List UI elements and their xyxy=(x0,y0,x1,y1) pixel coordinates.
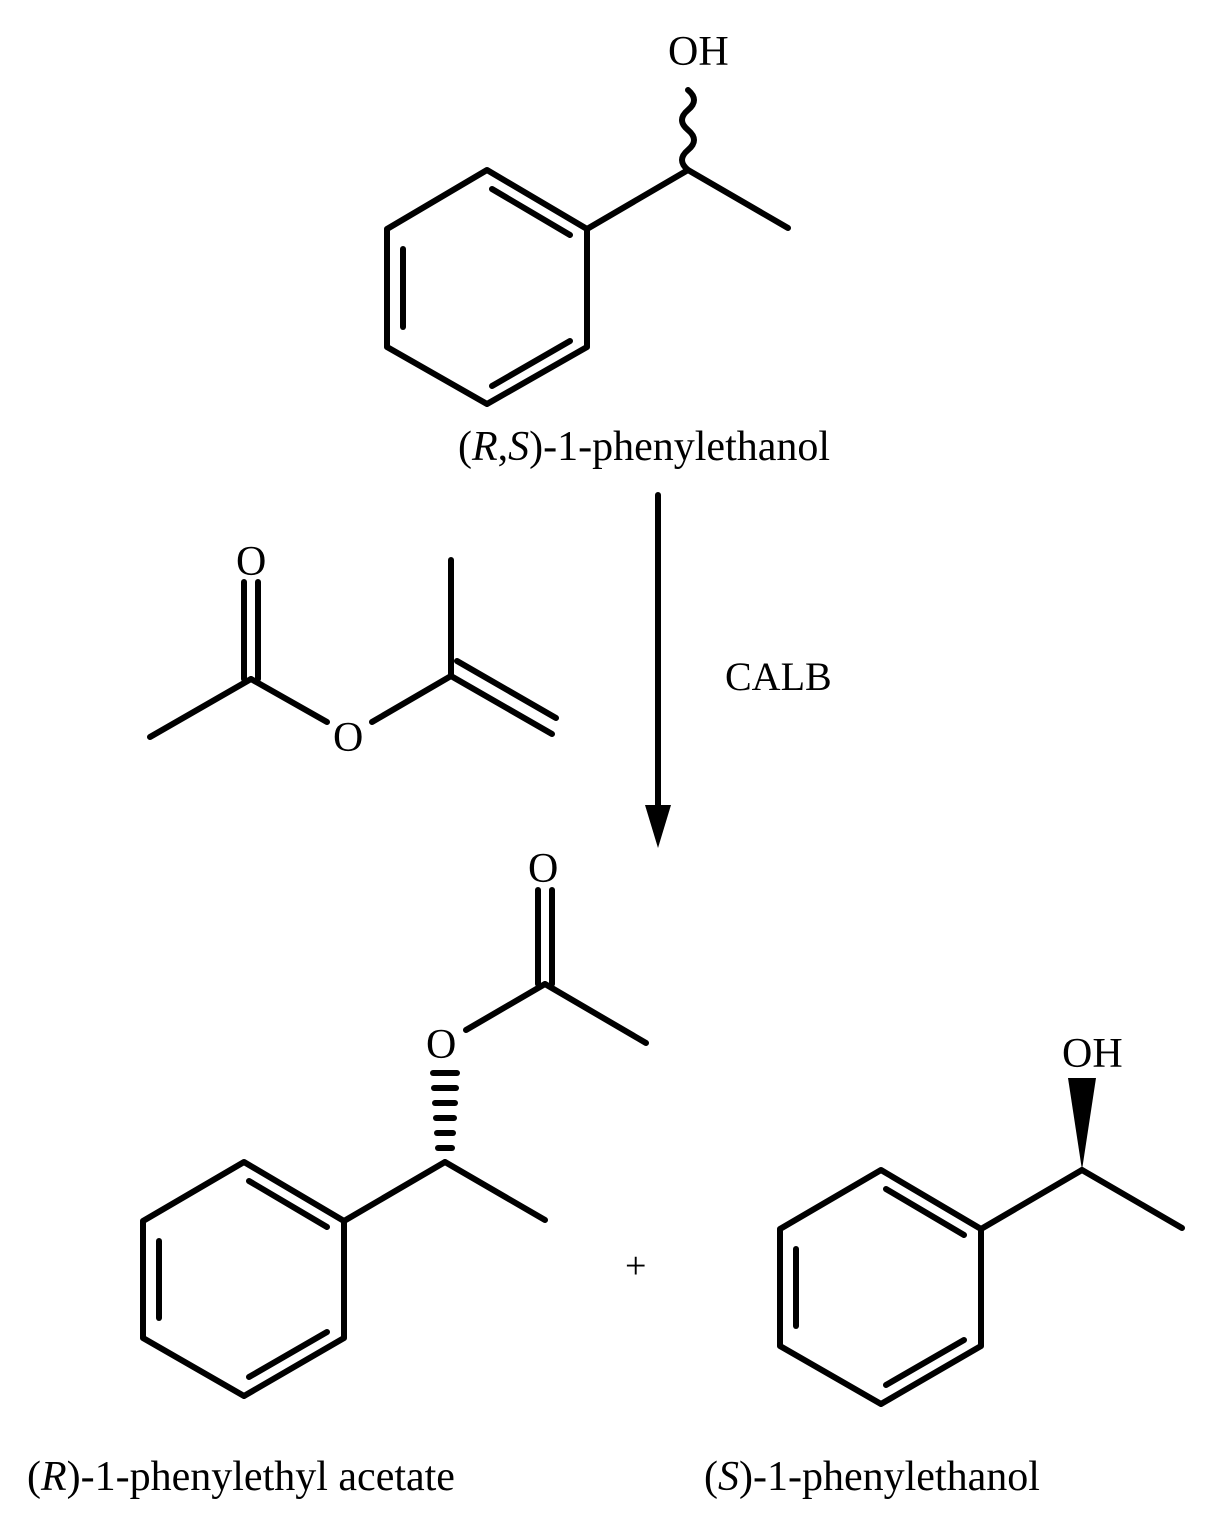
acyl-donor-methyl-bond xyxy=(147,676,254,740)
reaction-arrow xyxy=(645,492,671,848)
product-ester-methyl-bond xyxy=(442,1159,548,1223)
product-ester-ester-oxygen: O xyxy=(426,1022,456,1068)
reactant-ring-to-carbinol-bond xyxy=(584,167,691,232)
product-alcohol-benzene-ring xyxy=(777,1167,984,1407)
product-ester-hashed-wedge-bond xyxy=(430,1070,460,1151)
acyl-donor-vinyl-double-bond-b xyxy=(454,658,559,721)
product-alcohol-methyl-bond xyxy=(1079,1167,1185,1231)
product-ester-molecule: O O xyxy=(140,846,649,1399)
acyl-donor-carbonyl-oxygen: O xyxy=(236,539,266,585)
reactant-methyl-bond xyxy=(685,167,791,231)
acyl-donor-vinyl-double-bond-a xyxy=(448,673,555,737)
product-ester-carbonyl-oxygen: O xyxy=(528,846,558,892)
acyl-donor-ester-oxygen: O xyxy=(333,715,363,761)
product-alcohol-molecule: OH xyxy=(777,1031,1185,1407)
reactant-molecule: OH xyxy=(384,29,791,407)
reactant-wavy-stereo-bond xyxy=(679,87,697,173)
reactant-hydroxyl-label: OH xyxy=(668,29,729,75)
product-ester-name: (R)-1-phenylethyl acetate xyxy=(27,1454,455,1500)
product-alcohol-hydroxyl-label: OH xyxy=(1062,1031,1123,1077)
product-ester-ring-to-carbinol-bond xyxy=(341,1159,448,1224)
product-ester-acyl-methyl-bond xyxy=(542,981,649,1046)
acyl-donor-acyl-to-oxygen-bond xyxy=(248,676,330,725)
acyl-donor-molecule: O O xyxy=(147,539,559,761)
product-ester-benzene-ring xyxy=(140,1159,347,1399)
plus-sign: + xyxy=(625,1245,646,1287)
product-alcohol-name: (S)-1-phenylethanol xyxy=(704,1454,1040,1500)
reactant-name: (R,S)-1-phenylethanol xyxy=(458,424,830,470)
reactant-benzene-ring xyxy=(384,167,590,407)
product-alcohol-solid-wedge-bond xyxy=(1068,1078,1096,1170)
reaction-arrowhead xyxy=(645,805,671,848)
product-ester-oxygen-to-acyl-bond xyxy=(463,981,548,1033)
product-alcohol-ring-to-carbinol-bond xyxy=(978,1167,1085,1232)
acyl-donor-oxygen-to-vinyl-bond xyxy=(369,673,454,725)
catalyst-label: CALB xyxy=(725,654,832,699)
